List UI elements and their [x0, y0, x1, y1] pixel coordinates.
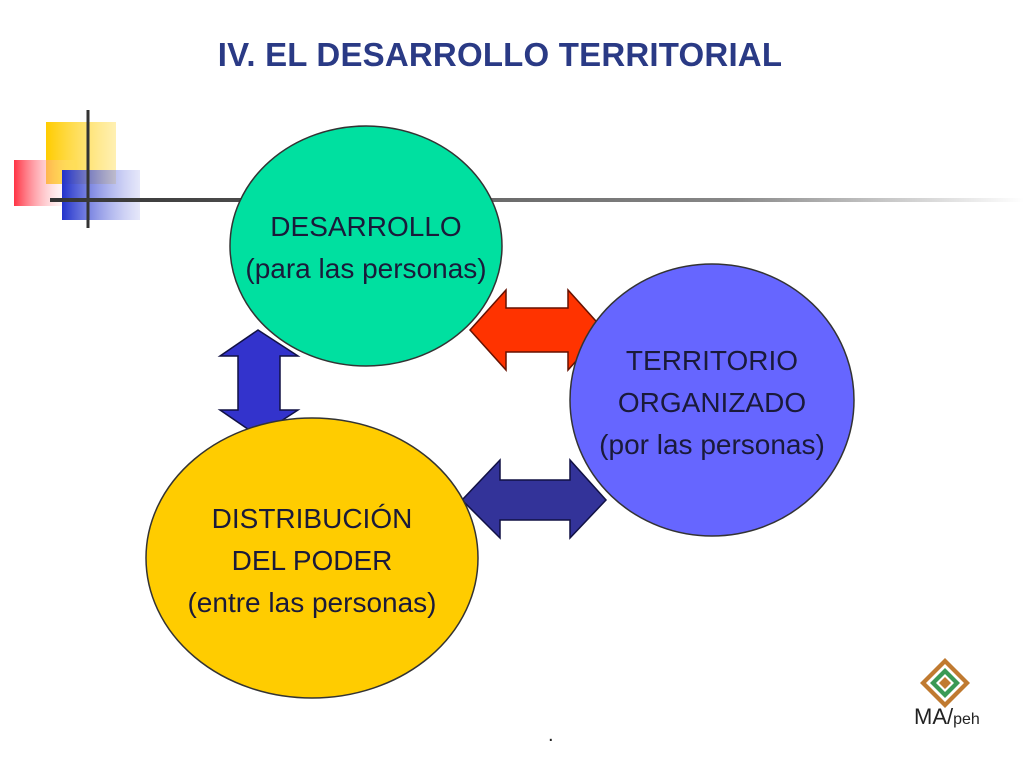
logo-text: MA/peh: [914, 704, 980, 730]
horizontal-line: [50, 198, 1024, 202]
territorio-label: TERRITORIO ORGANIZADO (por las personas): [552, 340, 872, 466]
territorio-line2: ORGANIZADO: [617, 387, 807, 418]
blue-square: [62, 170, 140, 220]
node-desarrollo: [229, 125, 503, 367]
desarrollo-line1: DESARROLLO: [270, 211, 462, 242]
desarrollo-label: DESARROLLO (para las personas): [206, 206, 526, 290]
distribucion-line1: DISTRIBUCIÓN: [211, 503, 413, 534]
slide-title: IV. EL DESARROLLO TERRITORIAL: [217, 36, 783, 73]
arrow-distribucion-territorio: [460, 458, 608, 540]
desarrollo-line2: (para las personas): [245, 253, 487, 284]
logo-sub: peh: [953, 711, 980, 728]
corner-decoration: [14, 110, 1024, 228]
distribucion-label: DISTRIBUCIÓN DEL PODER (entre las person…: [152, 498, 472, 624]
distribucion-line3: (entre las personas): [187, 587, 437, 618]
logo-main: MA/: [914, 704, 954, 729]
node-distribucion: [145, 417, 479, 699]
distribucion-line2: DEL PODER: [231, 545, 393, 576]
footer-mark: .: [548, 724, 554, 746]
territorio-line1: TERRITORIO: [625, 345, 799, 376]
node-territorio: [569, 263, 855, 537]
territorio-line3: (por las personas): [599, 429, 825, 460]
mapeh-logo-icon: [920, 658, 970, 708]
